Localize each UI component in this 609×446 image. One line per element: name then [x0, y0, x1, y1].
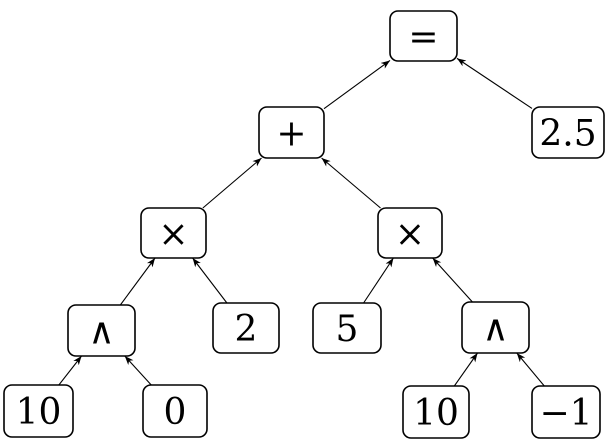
- edge-const-2-to-times-left: [192, 257, 228, 304]
- tree-node-pow-left: ∧: [67, 304, 136, 357]
- tree-node-const-5: 5: [312, 302, 382, 354]
- tree-node-const-10-left: 10: [3, 384, 74, 438]
- edge-plus-to-eq: [323, 60, 391, 110]
- edge-const-5-to-times-right: [363, 257, 394, 304]
- node-label-const-5: 5: [336, 309, 359, 350]
- edge-times-left-to-plus: [202, 157, 262, 209]
- edge-times-right-to-plus: [321, 157, 381, 209]
- node-label-pow-right: ∧: [482, 308, 508, 349]
- node-label-const-0: 0: [164, 392, 187, 433]
- node-label-const-2: 2: [235, 309, 258, 350]
- tree-node-const-2-5: 2.5: [531, 106, 605, 159]
- tree-node-pow-right: ∧: [461, 301, 530, 354]
- node-label-eq: =: [408, 17, 438, 58]
- node-label-const-10-left: 10: [16, 392, 62, 433]
- edge-const-2-5-to-eq: [456, 57, 533, 109]
- edge-const-10-right-to-pow-right: [453, 352, 478, 387]
- node-label-times-right: ×: [395, 214, 425, 255]
- tree-node-const-0: 0: [142, 384, 208, 438]
- tree-node-times-right: ×: [377, 207, 443, 259]
- tree-node-times-left: ×: [140, 207, 207, 259]
- node-label-times-left: ×: [158, 214, 188, 255]
- edge-const-0-to-pow-left: [124, 355, 152, 386]
- edge-pow-left-to-times-left: [119, 257, 156, 306]
- tree-node-const-neg-1: −1: [531, 385, 601, 439]
- node-label-const-2-5: 2.5: [539, 113, 596, 154]
- tree-node-plus: +: [258, 106, 325, 159]
- node-label-plus: +: [276, 113, 306, 154]
- edge-const-10-left-to-pow-left: [58, 355, 82, 386]
- edge-layer: [58, 57, 545, 387]
- node-label-const-10-right: 10: [413, 393, 459, 434]
- edge-const-neg-1-to-pow-right: [516, 352, 545, 387]
- node-label-pow-left: ∧: [88, 311, 114, 352]
- tree-node-const-2: 2: [212, 302, 280, 354]
- node-label-const-neg-1: −1: [539, 393, 592, 434]
- tree-node-eq: =: [389, 10, 458, 62]
- node-layer: = +2.5 × × ∧ 2 5 ∧ 10 0 10 −1: [3, 10, 605, 439]
- edge-pow-right-to-times-right: [432, 257, 473, 303]
- tree-node-const-10-right: 10: [402, 385, 470, 439]
